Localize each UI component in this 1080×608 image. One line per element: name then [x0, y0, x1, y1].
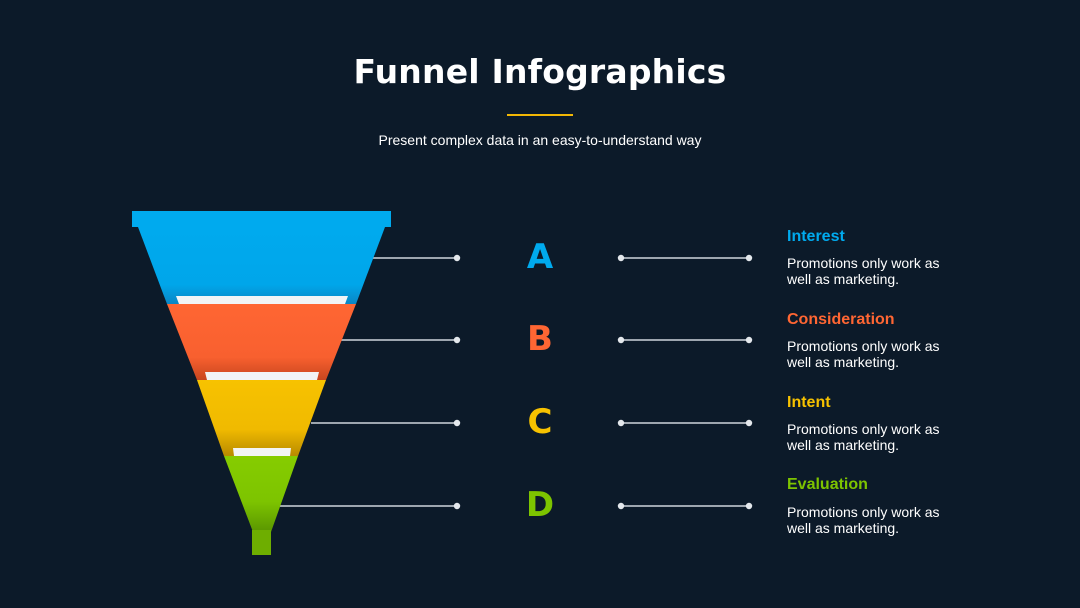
- connector-dot: [617, 254, 625, 262]
- connector-dot: [617, 419, 625, 427]
- stage-title-evaluation: Evaluation: [787, 476, 868, 493]
- title-underline: [507, 114, 573, 116]
- connector-dot: [745, 336, 753, 344]
- funnel-rim: [132, 211, 391, 227]
- connector-dot: [453, 254, 461, 262]
- funnel-stem: [252, 530, 271, 555]
- stage-letter-b: B: [527, 319, 553, 359]
- connector-dot: [453, 502, 461, 510]
- funnel-separator: [205, 372, 319, 380]
- stage-description: Promotions only work as well as marketin…: [787, 504, 940, 536]
- connector-dot: [617, 502, 625, 510]
- funnel-separator: [176, 296, 348, 304]
- connector-dot: [745, 502, 753, 510]
- page-title: Funnel Infographics: [353, 52, 727, 91]
- funnel-separator: [233, 448, 291, 456]
- stage-letter-a: A: [526, 237, 554, 277]
- stage-title-intent: Intent: [787, 394, 831, 411]
- stage-description: Promotions only work as well as marketin…: [787, 338, 940, 370]
- stage-letter-d: D: [525, 485, 555, 525]
- funnel-segment-c: [197, 380, 326, 456]
- stage-title-interest: Interest: [787, 228, 845, 245]
- page-subtitle: Present complex data in an easy-to-under…: [378, 132, 702, 148]
- stage-description: Promotions only work as well as marketin…: [787, 421, 940, 453]
- funnel-segment-b: [167, 304, 356, 380]
- funnel-segment-d: [224, 456, 298, 532]
- connector-dot: [745, 254, 753, 262]
- connector-dot: [453, 336, 461, 344]
- stage-description: Promotions only work as well as marketin…: [787, 255, 940, 287]
- funnel-segment-a: [138, 227, 385, 304]
- connector-dot: [745, 419, 753, 427]
- connector-dot: [617, 336, 625, 344]
- stage-title-consideration: Consideration: [787, 311, 895, 328]
- connector-dot: [453, 419, 461, 427]
- stage-letter-c: C: [527, 402, 553, 442]
